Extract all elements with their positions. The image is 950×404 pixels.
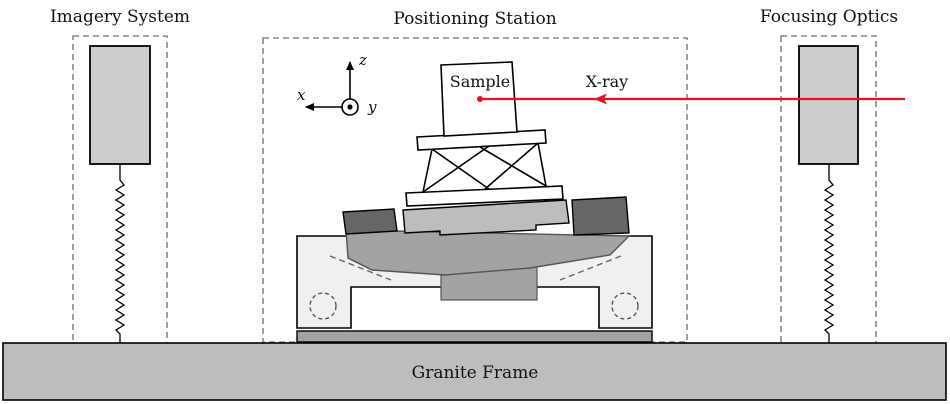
base-dashed-right [559, 255, 622, 281]
hexapod-struts [422, 142, 547, 193]
tilt-cradle [345, 229, 631, 276]
base-plate [296, 330, 653, 343]
xray-label: X-ray [586, 72, 628, 91]
positioning-station-title: Positioning Station [393, 9, 556, 29]
granite-frame-block [2, 342, 947, 401]
xray-beam: X-ray [477, 72, 905, 105]
positioning-station: Positioning Station S [262, 9, 688, 343]
z-axis-label: z [358, 51, 367, 69]
cradle-block-left [342, 208, 398, 235]
imagery-spring [114, 164, 126, 343]
focusing-optics-title: Focusing Optics [760, 7, 898, 27]
beam-arrow-icon [594, 93, 607, 105]
hexapod-lower-plate [405, 185, 564, 207]
imagery-system-boundary [72, 35, 168, 355]
imagery-system: Imagery System [50, 7, 190, 355]
x-axis-label: x [297, 86, 306, 104]
optics-spring [823, 164, 835, 343]
pivot-right [611, 292, 639, 320]
pivot-left [309, 292, 337, 320]
base-dashed-left [329, 255, 392, 281]
y-axis-label: y [367, 98, 377, 116]
y-axis-dot-icon [347, 104, 353, 110]
sample-label: Sample [450, 72, 511, 91]
cradle-block-right [571, 196, 630, 236]
focusing-optics-box [798, 45, 859, 165]
wedge-stage [402, 199, 570, 236]
granite-frame-label: Granite Frame [412, 363, 539, 383]
focusing-optics: Focusing Optics [760, 7, 898, 355]
beam-focus-point [477, 96, 483, 102]
imagery-system-title: Imagery System [50, 7, 190, 27]
granite-frame: Granite Frame [2, 342, 947, 401]
coordinate-axes: z x y [297, 51, 377, 116]
imagery-detector-box [89, 45, 151, 165]
